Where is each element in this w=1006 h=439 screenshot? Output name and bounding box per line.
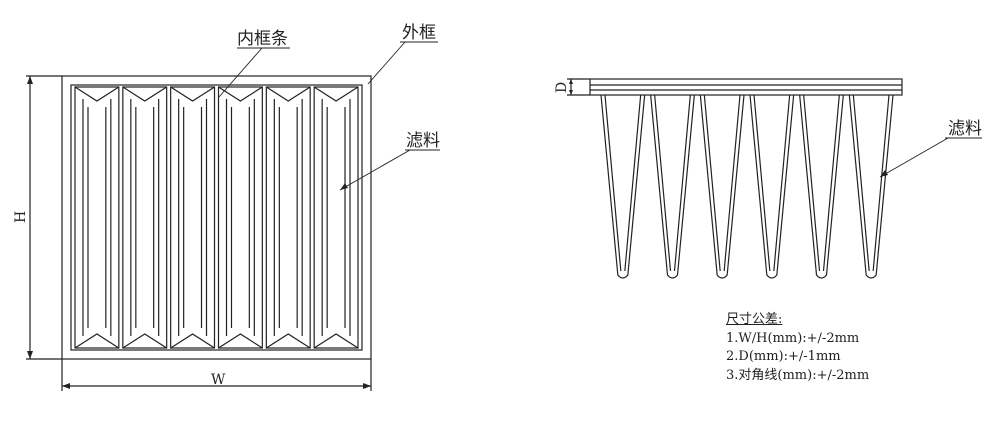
tolerance-item: 3.对角线(mm):+/-2mm bbox=[726, 367, 870, 383]
bag-profile-inner bbox=[703, 94, 741, 272]
side-bag bbox=[600, 94, 646, 279]
bag-profile-inner bbox=[654, 94, 691, 272]
width-arrow-right bbox=[363, 383, 371, 389]
depth-arrow-bottom bbox=[569, 90, 573, 95]
bag-bottom-chevron bbox=[74, 333, 120, 349]
side-bag bbox=[699, 94, 745, 279]
front-bags bbox=[74, 86, 359, 349]
bag-profile-outer bbox=[699, 94, 745, 279]
side-filter-media-arrow bbox=[880, 170, 888, 177]
side-bags bbox=[600, 94, 894, 279]
dimension-arrows bbox=[27, 76, 888, 389]
width-label: W bbox=[211, 372, 226, 388]
bag-profile-inner bbox=[803, 94, 840, 272]
depth-arrow-top bbox=[569, 79, 573, 84]
bag-profile-inner bbox=[753, 94, 791, 272]
bag-outline bbox=[217, 86, 263, 349]
front-bag bbox=[74, 86, 120, 349]
bag-outline bbox=[170, 86, 216, 349]
filter-media-arrow bbox=[340, 183, 348, 190]
bag-outline bbox=[122, 86, 168, 349]
bag-profile-outer bbox=[600, 94, 646, 279]
bag-bottom-chevron bbox=[170, 333, 215, 349]
tolerance-item: 1.W/H(mm):+/-2mm bbox=[726, 330, 860, 346]
bag-top-chevron bbox=[313, 86, 359, 102]
tolerance-item: 2.D(mm):+/-1mm bbox=[726, 349, 841, 364]
bag-outline bbox=[313, 86, 359, 349]
height-arrow-bottom bbox=[27, 351, 33, 359]
bag-outline bbox=[265, 86, 311, 349]
side-bag bbox=[650, 94, 695, 279]
bag-top-chevron bbox=[266, 86, 311, 102]
bag-top-chevron bbox=[74, 86, 120, 102]
front-bag bbox=[217, 86, 263, 349]
tolerance-notes: 尺寸公差: 1.W/H(mm):+/-2mm 2.D(mm):+/-1mm 3.… bbox=[726, 311, 869, 385]
height-arrow-top bbox=[27, 76, 33, 84]
bag-top-chevron bbox=[122, 86, 167, 102]
front-bag bbox=[265, 86, 311, 349]
bag-bottom-chevron bbox=[313, 333, 359, 349]
filter-media-label: 滤料 bbox=[406, 131, 440, 151]
bag-top-chevron bbox=[218, 86, 263, 102]
bag-profile-outer bbox=[749, 94, 795, 279]
front-bag bbox=[313, 86, 359, 349]
front-bag bbox=[170, 86, 216, 349]
outer-frame-leader bbox=[367, 41, 406, 85]
tolerance-title: 尺寸公差: bbox=[726, 312, 783, 327]
bag-profile-inner bbox=[852, 94, 890, 272]
side-view bbox=[567, 78, 982, 279]
inner-strip-label: 内框条 bbox=[237, 29, 288, 49]
side-filter-media-leader bbox=[879, 137, 949, 178]
front-view bbox=[26, 41, 440, 391]
side-filter-media-label: 滤料 bbox=[948, 119, 982, 139]
front-bag bbox=[122, 86, 168, 349]
bag-profile-outer bbox=[848, 94, 894, 279]
width-arrow-left bbox=[62, 383, 70, 389]
side-bag bbox=[749, 94, 795, 279]
bag-profile-inner bbox=[604, 94, 642, 272]
depth-label: D bbox=[554, 82, 570, 93]
bag-profile-outer bbox=[650, 94, 695, 279]
side-bag bbox=[848, 94, 894, 279]
filter-media-leader bbox=[339, 149, 411, 191]
outer-frame-label: 外框 bbox=[402, 23, 436, 43]
side-frame-outer bbox=[589, 78, 903, 96]
bag-profile-outer bbox=[799, 94, 844, 279]
outer-frame-outer bbox=[61, 75, 372, 360]
bag-bottom-chevron bbox=[266, 333, 311, 349]
bag-outline bbox=[74, 86, 120, 349]
bag-bottom-chevron bbox=[122, 333, 167, 349]
bag-bottom-chevron bbox=[218, 333, 263, 349]
height-label: H bbox=[13, 211, 29, 223]
side-bag bbox=[799, 94, 844, 279]
bag-top-chevron bbox=[170, 86, 215, 102]
outer-frame-inner bbox=[70, 84, 363, 351]
inner-strip-leader bbox=[218, 47, 263, 98]
